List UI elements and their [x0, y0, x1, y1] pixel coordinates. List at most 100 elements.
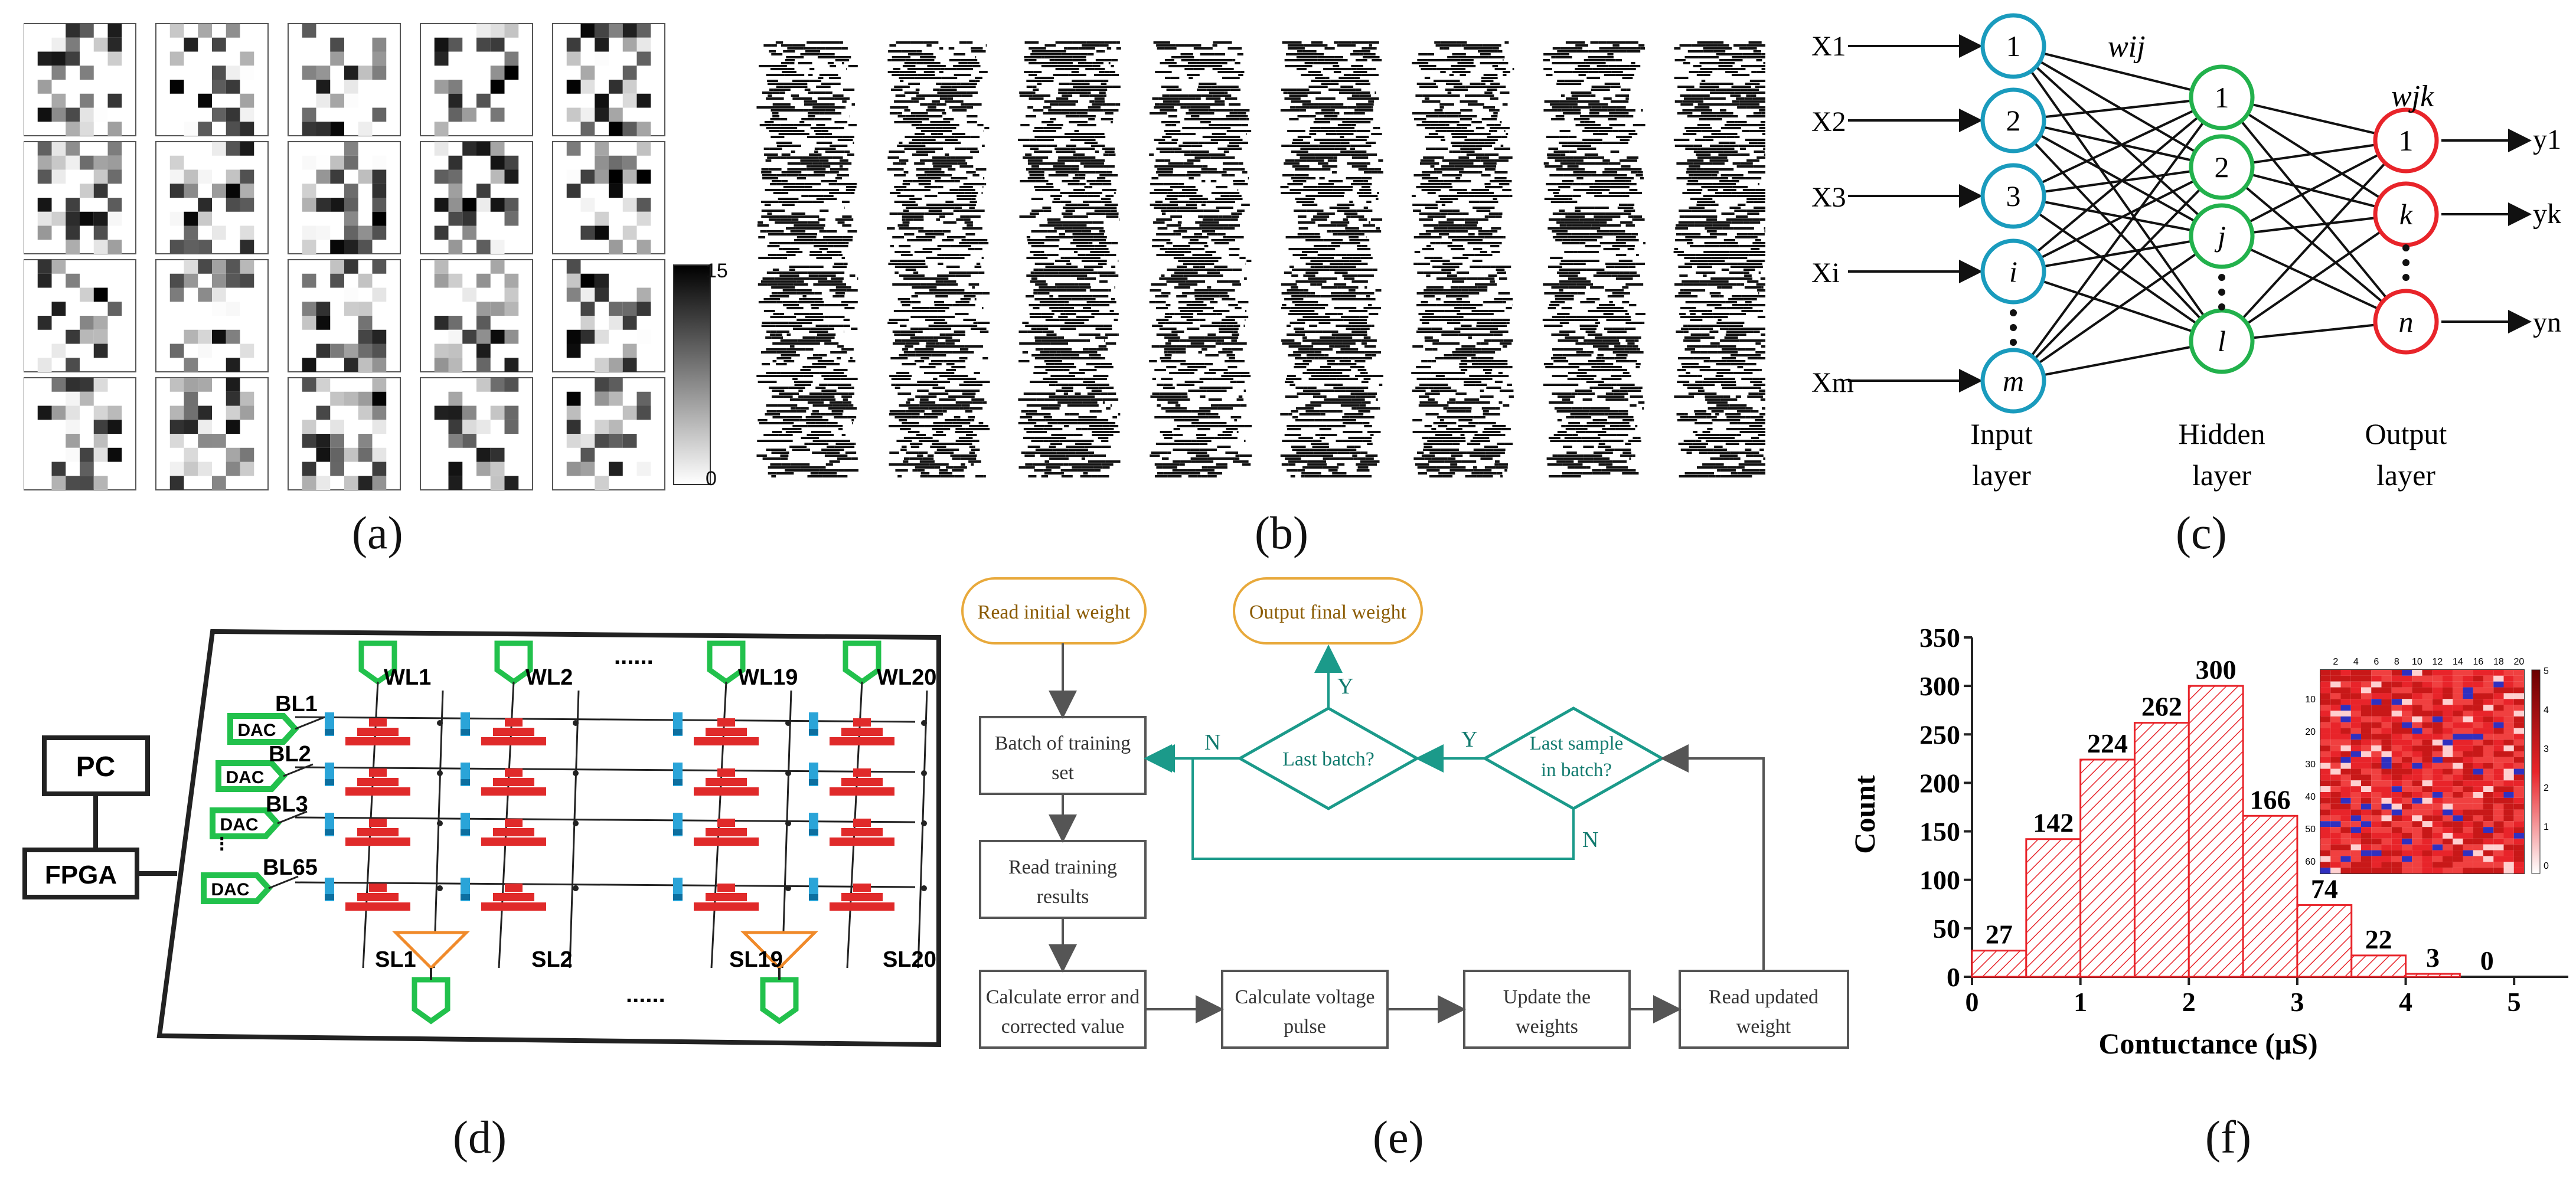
memristor-cell: [673, 878, 791, 911]
yes-label-sample: Y: [1461, 727, 1477, 752]
memristor-cell: [325, 813, 443, 846]
histogram-bar: [2405, 973, 2461, 978]
bitstream-column-5: [1280, 41, 1383, 477]
digit-image-6: [155, 141, 269, 254]
flowchart: Read initial weight Output final weight …: [961, 577, 1849, 1049]
inset-y-tick: 20: [2305, 727, 2316, 737]
inset-colorbar-tick: 0: [2544, 861, 2549, 871]
hidden-node-j: j: [2189, 203, 2255, 269]
histogram-bar: [2079, 758, 2136, 978]
inset-x-tick: 8: [2394, 657, 2399, 667]
histogram-bar: [2296, 904, 2353, 978]
inset-colorbar-tick: 5: [2544, 666, 2549, 676]
sl19-label: SL19: [729, 947, 783, 972]
ellipsis-dot: [2010, 339, 2017, 346]
fpga-label: FPGA: [45, 861, 117, 889]
read-results-text-1: Read training: [1008, 856, 1117, 878]
digit-image-7: [288, 377, 401, 490]
memristor-cell: [461, 878, 579, 911]
inset-y-tick: 50: [2305, 825, 2316, 835]
last-batch-text: Last batch?: [1282, 748, 1374, 770]
bl1-label: BL1: [275, 692, 318, 717]
yes-label-batch: Y: [1337, 674, 1353, 699]
panel-label-d: (d): [453, 1111, 507, 1163]
input-layer-label-1: Input: [1970, 417, 2033, 450]
calc-voltage-text-2: pulse: [1284, 1016, 1326, 1038]
digit-image-5: [23, 141, 136, 254]
ellipsis-dot: [2402, 274, 2410, 281]
memristor-cell: [461, 813, 579, 846]
digit-image-2: [288, 259, 401, 372]
inset-x-tick: 16: [2473, 657, 2483, 667]
sl-ellipsis: ......: [626, 982, 665, 1007]
update-text-1: Update the: [1503, 986, 1591, 1008]
sl2-label: SL2: [531, 947, 573, 972]
x-tick-label: 5: [2508, 987, 2521, 1017]
memristor-cell: [673, 813, 791, 846]
colorbar-a: [673, 264, 711, 485]
digit-image-7: [288, 141, 401, 254]
wl1-label: WL1: [384, 665, 431, 690]
digit-image-1: [155, 23, 269, 136]
output-layer-label-1: Output: [2365, 417, 2447, 450]
ellipsis-dot: [2218, 303, 2225, 310]
memristor-cell: [461, 712, 579, 745]
inset-y-tick: 60: [2305, 857, 2316, 867]
hidden-layer-label-1: Hidden: [2178, 417, 2265, 450]
read-initial-weight-node: [961, 577, 1147, 645]
bar-value-label: 27: [1986, 920, 2013, 950]
input-layer-label-2: layer: [1972, 459, 2031, 492]
bar-value-label: 3: [2426, 943, 2440, 973]
hidden-layer-label-2: layer: [2192, 459, 2251, 492]
input-xm-label: Xm: [1811, 367, 1854, 398]
output-node-n: n: [2373, 289, 2439, 355]
update-text-2: weights: [1516, 1016, 1578, 1038]
last-sample-text-2: in batch?: [1541, 760, 1612, 781]
weight-jk-label: wjk: [2391, 80, 2434, 113]
panel-label-c: (c): [2176, 507, 2227, 558]
memristor-cell: [809, 763, 927, 796]
read-updated-text-1: Read updated: [1709, 986, 1818, 1008]
inset-colorbar-tick: 2: [2544, 783, 2549, 793]
panel-b-bitstreams: [750, 41, 1777, 490]
batch-text-1: Batch of training: [995, 732, 1131, 754]
hidden-node-2: 2: [2189, 134, 2255, 200]
inset-x-tick: 2: [2333, 657, 2338, 667]
input-node-2: 2: [1980, 87, 2046, 153]
panel-label-a: (a): [352, 507, 403, 558]
input-node-i: i: [1980, 238, 2046, 305]
output-layer-label-2: layer: [2376, 459, 2435, 492]
no-label-batch: N: [1204, 730, 1220, 755]
memristor-cell: [325, 712, 443, 745]
input-node-3: 3: [1980, 163, 2046, 229]
x-tick-label: 0: [1966, 987, 1979, 1017]
wl-dac-3: [707, 640, 746, 685]
y-tick-label: 50: [1933, 914, 1960, 944]
bar-value-label: 22: [2365, 924, 2392, 954]
histogram-bar: [2133, 722, 2190, 978]
last-sample-text-1: Last sample: [1530, 733, 1624, 754]
inset-x-tick: 14: [2453, 657, 2463, 667]
bl2-label: BL2: [269, 742, 311, 767]
digit-image-9: [552, 377, 665, 490]
dac-driver-1: DAC: [227, 713, 325, 745]
panel-label-b: (b): [1255, 507, 1308, 558]
panel-label-e: (e): [1373, 1111, 1424, 1163]
digit-image-4: [552, 259, 665, 372]
memristor-cell: [461, 763, 579, 796]
read-updated-text-2: weight: [1736, 1016, 1791, 1038]
inset-x-tick: 4: [2353, 657, 2359, 667]
wl2-label: WL2: [525, 665, 573, 690]
y-tick-label: 200: [1919, 768, 1960, 798]
calc-voltage-box: [1221, 970, 1389, 1049]
inset-x-tick: 18: [2493, 657, 2504, 667]
update-box: [1463, 970, 1631, 1049]
wl-ellipsis: ......: [614, 643, 654, 669]
input-node-m: m: [1980, 348, 2046, 414]
memristor-cell: [809, 712, 927, 745]
x-axis-title: Contuctance (μS): [2098, 1027, 2317, 1060]
inset-colorbar-tick: 3: [2544, 744, 2549, 754]
